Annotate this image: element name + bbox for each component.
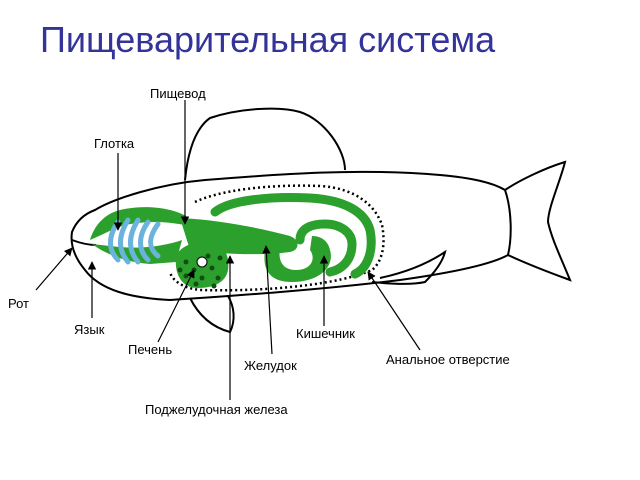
fish-outline [70, 107, 572, 334]
label-stomach: Желудок [244, 358, 297, 373]
label-intestine: Кишечник [296, 326, 355, 341]
label-pharynx: Глотка [94, 136, 135, 151]
liver-spots [177, 253, 223, 289]
leader-lines [35, 100, 421, 400]
page-title: Пищеварительная система [40, 19, 496, 60]
anal-fin [371, 249, 447, 285]
label-esophagus: Пищевод [150, 86, 206, 101]
pelvic-fin [189, 295, 235, 334]
dorsal-fin [184, 107, 346, 181]
body-outline [70, 160, 572, 302]
label-mouth: Рот [8, 296, 29, 311]
label-liver: Печень [128, 342, 172, 357]
pharynx-organ [90, 207, 190, 240]
gallbladder [196, 256, 208, 268]
body-cavity-outline [168, 184, 385, 292]
label-anus: Анальное отверстие [386, 352, 510, 367]
label-tongue: Язык [74, 322, 105, 337]
intestine-organ [210, 193, 376, 279]
gills [108, 217, 161, 265]
caudal-fin-mark [504, 189, 512, 256]
pyloric-turn [264, 236, 331, 282]
label-pancreas: Поджелудочная железа [145, 402, 288, 417]
